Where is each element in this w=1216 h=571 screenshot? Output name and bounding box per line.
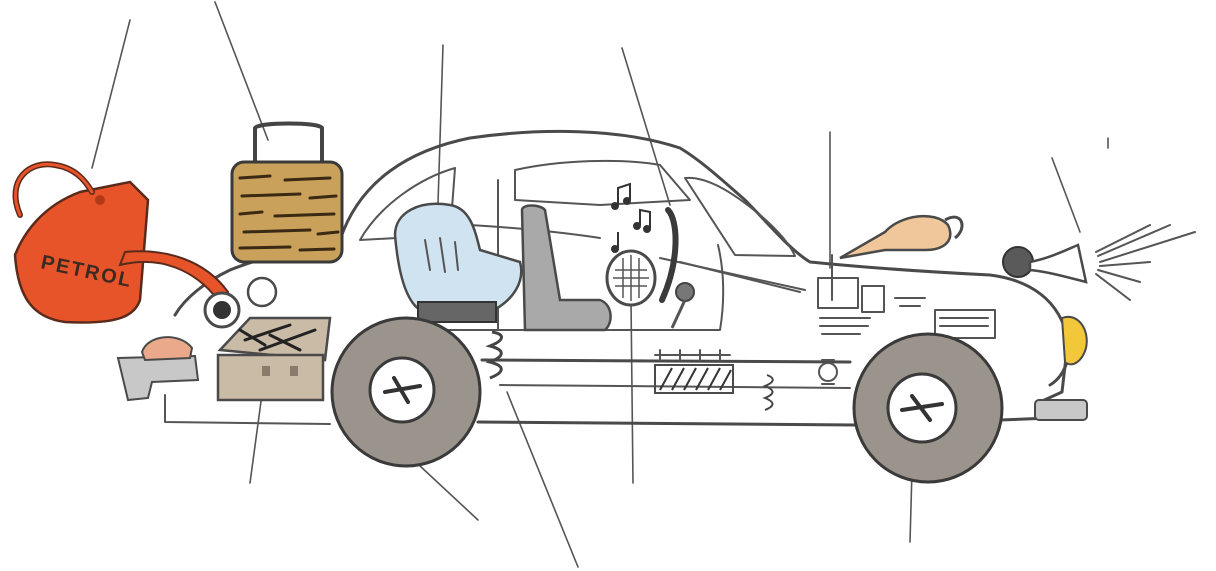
rear-wheel [332,318,480,466]
steering-wheel [662,210,694,328]
toolbox [218,318,330,400]
leader-spring [507,392,578,567]
leader-speaker [631,300,633,483]
driver-seat [522,206,611,331]
oil-can [840,216,962,258]
leader-toolbox [250,394,262,483]
leader-lines [92,2,1108,567]
rear-light [118,337,198,400]
leader-petrol-can [92,20,130,168]
front-bumper [1035,400,1087,420]
leader-basket [215,2,268,140]
music-notes [612,184,650,252]
rear-spring-small [765,375,773,410]
leader-steering-wheel [622,48,670,205]
child-seat [395,204,521,322]
picnic-basket [232,124,342,263]
petrol-can: PETROL [15,164,228,322]
leader-horn [1052,158,1080,232]
speaker [607,251,655,305]
headlight [1062,317,1087,364]
suspension-spring [490,332,502,378]
front-wheel [854,334,1002,482]
